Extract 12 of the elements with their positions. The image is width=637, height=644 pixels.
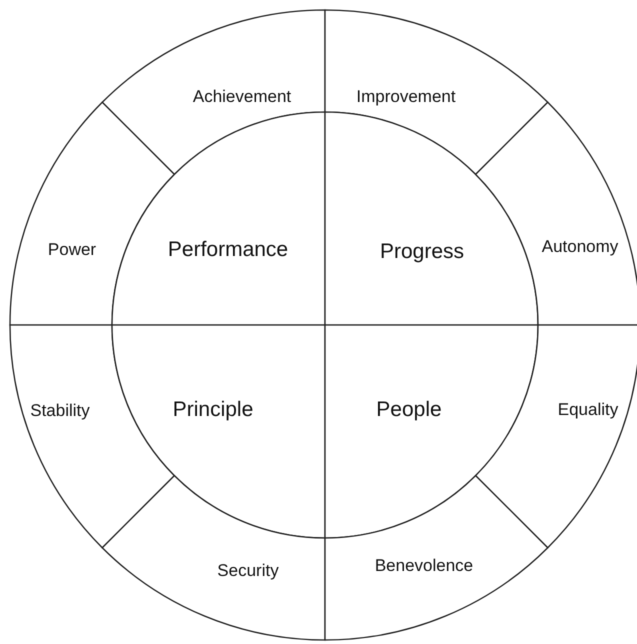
segment-label: Equality [558,400,618,420]
quadrant-label: Progress [380,240,464,264]
segment-label: Security [217,561,279,581]
quadrant-label: People [376,398,442,422]
segment-label: Achievement [192,87,292,107]
segment-label: Power [48,240,96,260]
quadrant-label: Performance [168,238,288,262]
segment-label: Improvement [356,87,456,107]
quadrant-label: Principle [172,398,254,422]
segment-label: Autonomy [542,237,618,257]
segment-label: Benevolence [374,556,474,576]
segment-label: Stability [30,401,90,421]
